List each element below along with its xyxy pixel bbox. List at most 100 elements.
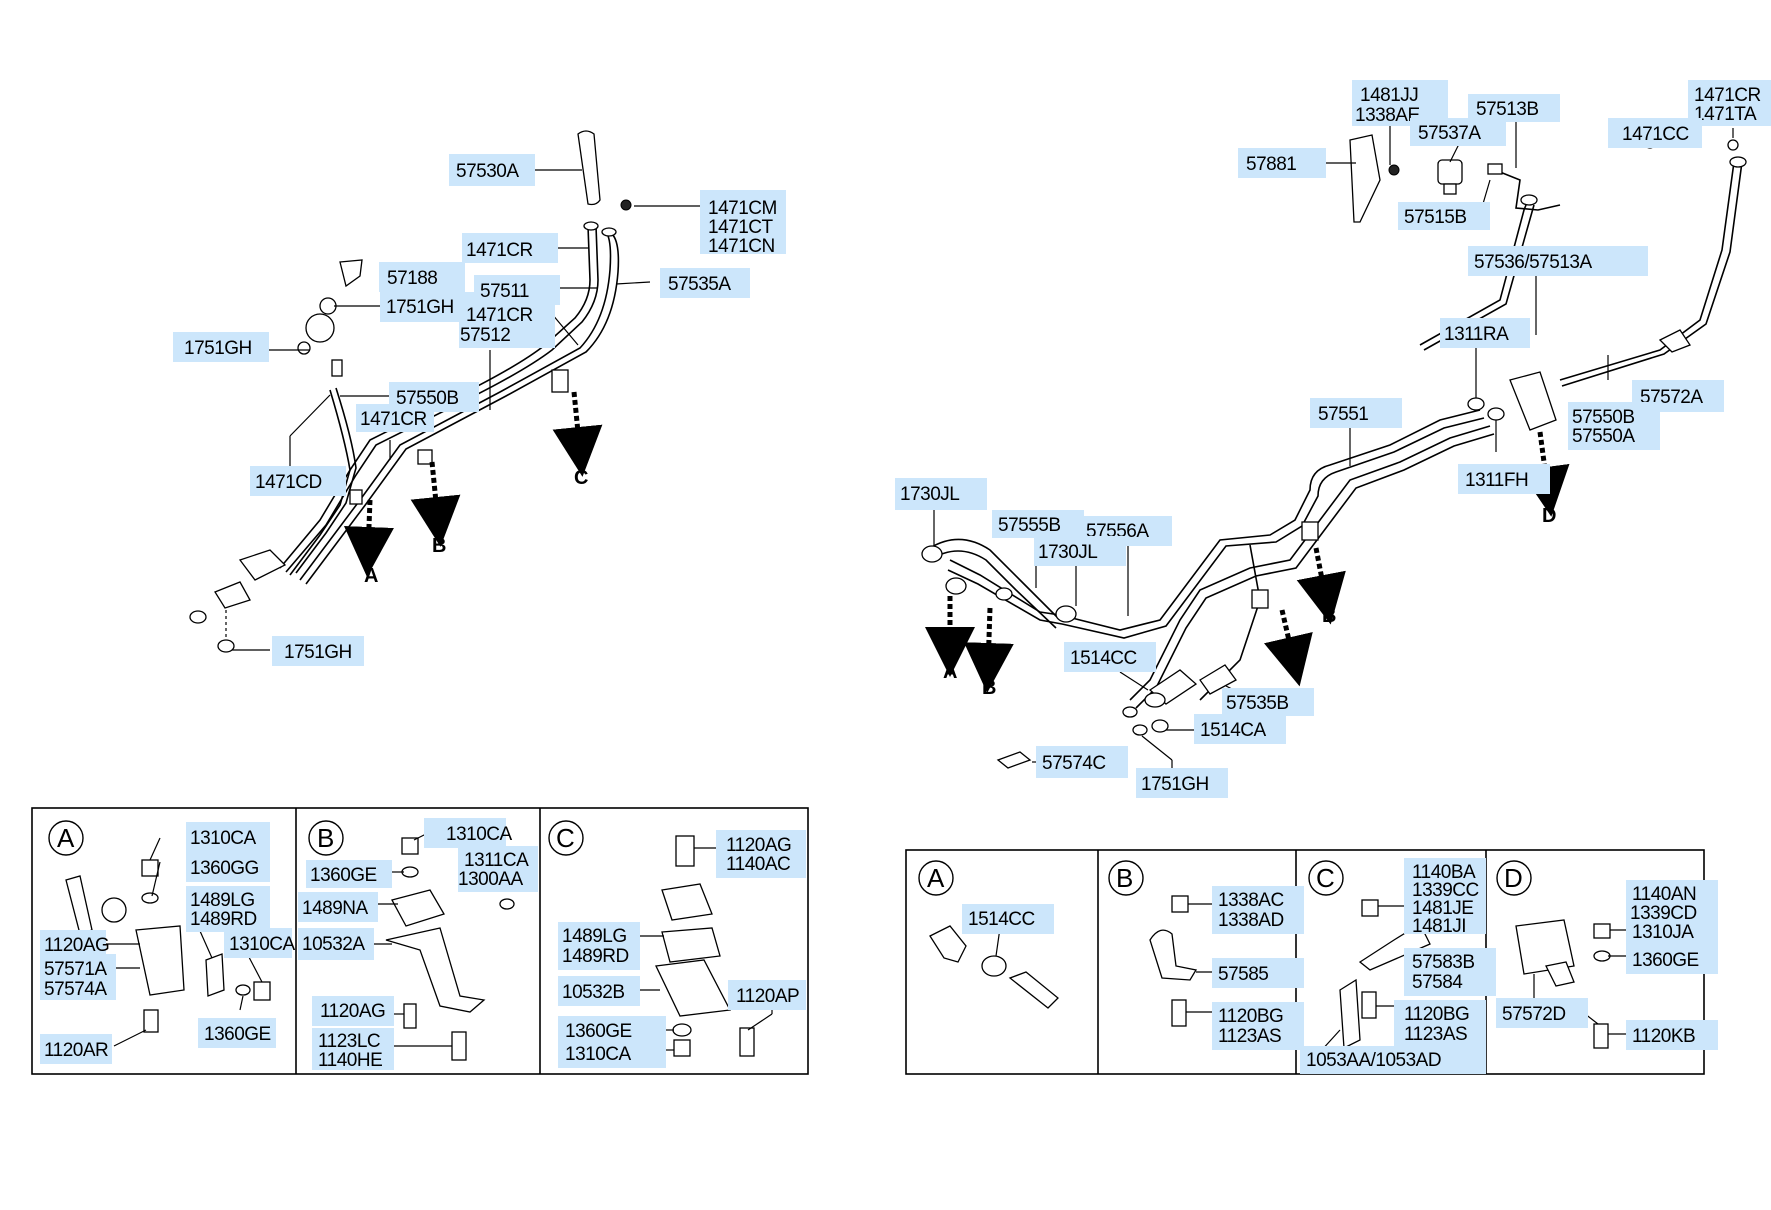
label-a-57574a: 57574A <box>44 979 107 1000</box>
clamp-c-1489lg <box>661 883 713 921</box>
end-fitting-1 <box>238 549 287 581</box>
label-1471cr-1: 1471CR <box>466 240 533 261</box>
washer-1751gh <box>319 297 337 315</box>
label-a-1489rd: 1489RD <box>190 909 257 930</box>
bolt-br-1120bg <box>1171 999 1187 1027</box>
bolt-b-1120ag <box>403 1003 417 1029</box>
fitting-1471cr <box>583 221 599 231</box>
bolt-dr-1120kb <box>1593 1023 1609 1049</box>
label-dr-1310ja: 1310JA <box>1632 922 1694 943</box>
end-fitting-r2 <box>1199 664 1237 695</box>
label-b-1489na: 1489NA <box>302 898 368 919</box>
fitting-1471cc <box>1520 194 1538 206</box>
label-1471cd: 1471CD <box>255 472 322 493</box>
pipe-57550b-b <box>295 387 357 574</box>
clamp-c-2 <box>661 927 721 963</box>
clip-57555b <box>945 577 967 595</box>
label-57550a: 57550A <box>1572 426 1635 447</box>
nut-1311fh <box>1487 407 1505 421</box>
bracket-10532a <box>385 927 486 1013</box>
bracket-57881 <box>1349 134 1381 223</box>
hose-57530a <box>577 130 601 206</box>
label-a-1360gg: 1360GG <box>190 858 259 879</box>
detail-letter-b: B <box>317 823 334 853</box>
arrow-label-b-r2: B <box>1322 605 1336 627</box>
detail-letter-c-r: C <box>1316 863 1335 893</box>
label-1751gh-1: 1751GH <box>386 297 454 318</box>
fitting-57550b <box>331 359 343 377</box>
label-a-1120ar: 1120AR <box>44 1040 108 1061</box>
detail-letter-a: A <box>57 823 75 853</box>
label-cr-57583b: 57583B <box>1412 952 1475 973</box>
detail-a-right: A 1514CC <box>918 860 1059 1009</box>
seal-1471cr <box>1727 139 1739 151</box>
arrow-label-b: B <box>432 535 446 557</box>
label-cr-1123as: 1123AS <box>1404 1024 1467 1045</box>
detail-b-left: B 1310CA 1360GE 1311CA 1300AA 1489NA <box>298 818 538 1071</box>
washer-b-1360ge <box>401 866 419 878</box>
label-57188: 57188 <box>387 268 437 289</box>
pipe-57535a-b <box>305 233 620 585</box>
label-1471cc: 1471CC <box>1622 124 1689 145</box>
arrow-label-c: C <box>574 467 588 489</box>
fitting-1471cr-r <box>1729 156 1747 168</box>
detail-a-left: A 1310CA 1360GG 1489LG 1489RD <box>40 820 296 1064</box>
label-cr-1481ji: 1481JI <box>1412 916 1466 937</box>
label-57536-57513a: 57536/57513A <box>1474 252 1592 273</box>
nut-cr-1140ba <box>1361 899 1379 917</box>
pipe-57551-b <box>947 417 1485 639</box>
label-c-1310ca: 1310CA <box>565 1044 631 1065</box>
label-57513b: 57513B <box>1476 99 1539 120</box>
label-a-1360ge: 1360GE <box>204 1024 271 1045</box>
label-dr-1140an: 1140AN <box>1632 884 1696 905</box>
label-57535a: 57535A <box>668 274 731 295</box>
clamp-a <box>101 897 127 923</box>
label-1514cc: 1514CC <box>1070 648 1137 669</box>
label-1730jl-1: 1730JL <box>900 484 959 505</box>
label-br-1120bg: 1120BG <box>1218 1006 1283 1027</box>
bolt-57188 <box>339 259 363 288</box>
clamp-1489lg <box>205 953 225 997</box>
arrow-label-a: A <box>364 565 378 587</box>
label-1751gh-2: 1751GH <box>184 338 252 359</box>
pipe-57535a <box>299 231 612 581</box>
label-57550b-r: 57550B <box>1572 407 1635 428</box>
label-dr-57572d: 57572D <box>1502 1004 1566 1025</box>
label-br-1338ac: 1338AC <box>1218 890 1284 911</box>
washer-r1 <box>1122 706 1138 718</box>
washer-b <box>499 898 515 910</box>
pipe-57535b-b <box>1135 433 1495 709</box>
detail-c-left: C 1120AG 1140AC 1489LG 1489RD 10532B 1 <box>548 820 806 1068</box>
label-57512: 57512 <box>460 325 510 346</box>
fitting-top <box>601 227 617 237</box>
label-1471ct: 1471CT <box>708 217 773 238</box>
bolt-1120ag <box>65 875 93 935</box>
right-main-assembly: D A B B C <box>921 120 1747 770</box>
label-c-1360ge: 1360GE <box>565 1021 632 1042</box>
washer-1751gh-3 <box>217 639 235 653</box>
label-dr-1120kb: 1120KB <box>1632 1026 1695 1047</box>
union-block <box>305 313 335 343</box>
label-57537a: 57537A <box>1418 123 1481 144</box>
plate-tab <box>1545 961 1575 987</box>
nut-1310ca-2 <box>253 981 271 1001</box>
label-cr-1481je: 1481JE <box>1412 898 1473 919</box>
label-57574c: 57574C <box>1042 753 1106 774</box>
label-1481jj: 1481JJ <box>1360 85 1418 106</box>
detail-d-right: D 1140AN 1339CD 1310JA 1360GE 57572D 112… <box>1496 860 1718 1050</box>
valve-base <box>1443 183 1457 195</box>
nut-b-1310ca <box>401 837 419 855</box>
detail-letter-b-r: B <box>1116 863 1133 893</box>
left-detail-panel: A 1310CA 1360GG 1489LG 1489RD <box>31 807 809 1075</box>
fitting-a-r1 <box>929 925 967 963</box>
label-cr-1120bg: 1120BG <box>1404 1004 1469 1025</box>
label-57551: 57551 <box>1318 404 1368 425</box>
left-main-assembly: A B C <box>189 130 704 653</box>
right-detail-panel: A 1514CC B 1338AC 1338AD 57585 1120BG <box>905 849 1718 1075</box>
plate-d <box>1509 371 1557 431</box>
label-57555b: 57555B <box>998 515 1061 536</box>
washer-dr-1360ge <box>1593 950 1611 962</box>
label-b-1140he: 1140HE <box>318 1050 382 1071</box>
label-ar-1514cc: 1514CC <box>968 909 1035 930</box>
